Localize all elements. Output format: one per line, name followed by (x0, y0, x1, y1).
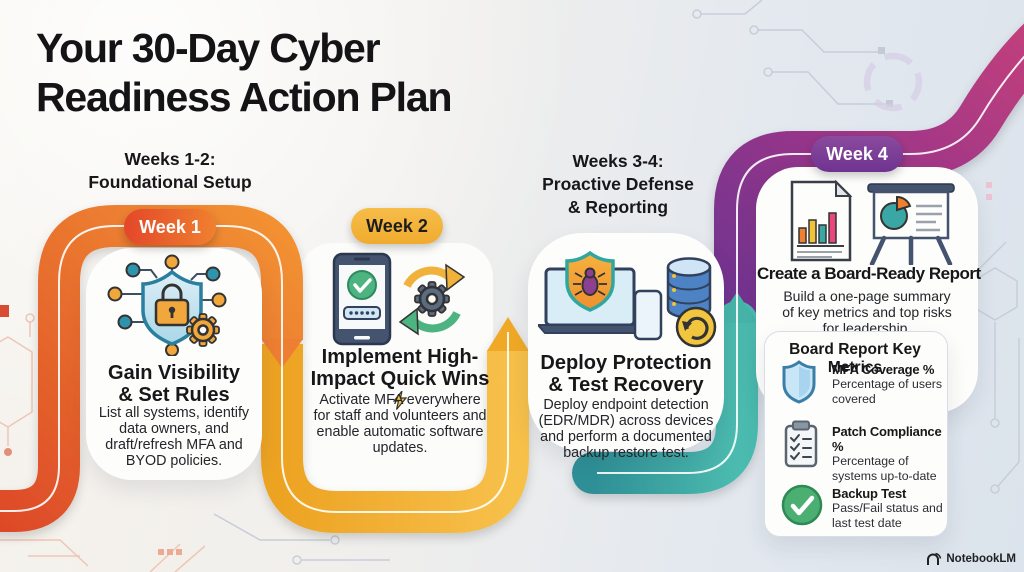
metric-desc: Percentage of users covered (832, 377, 943, 406)
week1-badge: Week 1 (124, 209, 216, 245)
week2-title: Implement High- Impact Quick Wins (310, 346, 490, 391)
metric-row-patch: Patch Compliance % Percentage of systems… (832, 424, 944, 483)
weeks34-body: Deploy endpoint detection (EDR/MDR) acro… (538, 397, 714, 462)
lightning-bolt-icon (392, 390, 408, 410)
dashed-ring-decor (863, 52, 923, 112)
path-centerlines (0, 55, 1024, 513)
circuit-decor-salmon (0, 313, 206, 572)
phase-header-weeks-3-4: Weeks 3-4: Proactive Defense & Reporting (542, 151, 694, 217)
metric-title: Patch Compliance % (832, 424, 942, 454)
week4-title: Create a Board-Ready Report (757, 264, 981, 283)
footer-brand-label: NotebookLM (946, 553, 1016, 565)
week2-badge: Week 2 (351, 208, 443, 244)
footer-brand: NotebookLM (926, 552, 1016, 566)
weeks34-title: Deploy Protection & Test Recovery (540, 352, 712, 397)
metric-title: MFA Coverage % (832, 362, 935, 377)
checklist-icon (784, 420, 818, 468)
metric-row-mfa: MFA Coverage % Percentage of users cover… (832, 362, 944, 406)
page-title: Your 30-Day Cyber Readiness Action Plan (36, 25, 452, 121)
check-circle-icon (781, 484, 823, 526)
metric-title: Backup Test (832, 486, 907, 501)
red-square-accent (0, 305, 9, 317)
week4-body: Build a one-page summary of key metrics … (782, 288, 952, 336)
pink-square-accent (986, 182, 992, 188)
week1-body: List all systems, identify data owners, … (98, 405, 250, 470)
metric-desc: Percentage of systems up-to-date (832, 454, 937, 483)
shield-icon (782, 360, 816, 404)
phase-header-weeks-1-2: Weeks 1-2: Foundational Setup (88, 149, 252, 192)
circuit-decor-gray (213, 0, 1020, 565)
week2-body: Activate MFA everywhere for staff and vo… (313, 392, 487, 457)
pink-square-accent (986, 194, 992, 200)
report-presentation-icon (790, 180, 955, 265)
metric-row-backup: Backup Test Pass/Fail status and last te… (832, 486, 944, 530)
week1-title: Gain Visibility & Set Rules (108, 362, 240, 407)
notebooklm-logo-icon (927, 552, 942, 565)
endpoint-protection-backup-icon (538, 250, 717, 348)
shield-lock-network-icon (107, 254, 227, 356)
metrics-panel-title: Board Report Key Metrics (789, 341, 921, 376)
metric-desc: Pass/Fail status and last test date (832, 501, 943, 530)
mfa-phone-sync-icon (332, 252, 466, 346)
week4-badge: Week 4 (811, 136, 903, 172)
week2-title-row: Implement High- Impact Quick Wins (310, 346, 490, 412)
